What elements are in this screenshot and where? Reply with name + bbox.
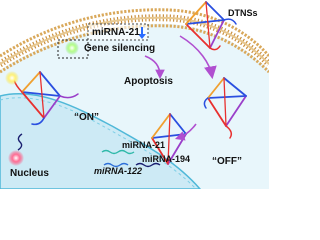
cell-membrane (0, 8, 272, 74)
mirna122-strand (103, 162, 129, 168)
fluor-yellow-dot (5, 71, 19, 85)
dtns-tetrahedron-top (185, 1, 237, 51)
gene-silencing-label: Gene silencing (84, 43, 156, 54)
dtns-tetrahedron-on (13, 71, 79, 126)
entry-arrow-icon (174, 123, 197, 141)
mirna194-label: miRNA-194 (142, 154, 191, 164)
nucleus-label: Nucleus (10, 168, 49, 179)
apoptosis-arrow-icon (144, 55, 165, 80)
dtns-tetrahedron-off (203, 77, 247, 139)
fluor-green-dot (65, 41, 79, 55)
diagram-canvas: miRNA-21 Gene silencing Apoptosis DTNSs … (0, 1, 272, 190)
mirna122-label: miRNA-122 (94, 166, 143, 176)
diagram-graphic (0, 1, 272, 190)
nucleus-membrane-dashes (0, 97, 197, 190)
nucleus-region (0, 93, 202, 190)
apoptosis-label: Apoptosis (124, 76, 173, 87)
mirna194-strand (135, 162, 161, 168)
on-state-label: “ON” (74, 112, 99, 123)
fluor-pink-dot (8, 150, 24, 166)
mirna21-strand (101, 149, 135, 155)
release-arrow-icon (179, 35, 217, 80)
mirna21-box-label: miRNA-21 (92, 27, 140, 38)
mirna21-label: miRNA-21 (122, 140, 166, 150)
mirna21-dashed-box (87, 23, 149, 41)
down-arrow-icon (138, 27, 146, 39)
nucleus-probe-strand (17, 133, 23, 151)
dtns-label: DTNSs (228, 8, 258, 18)
off-state-label: “OFF” (212, 156, 242, 167)
